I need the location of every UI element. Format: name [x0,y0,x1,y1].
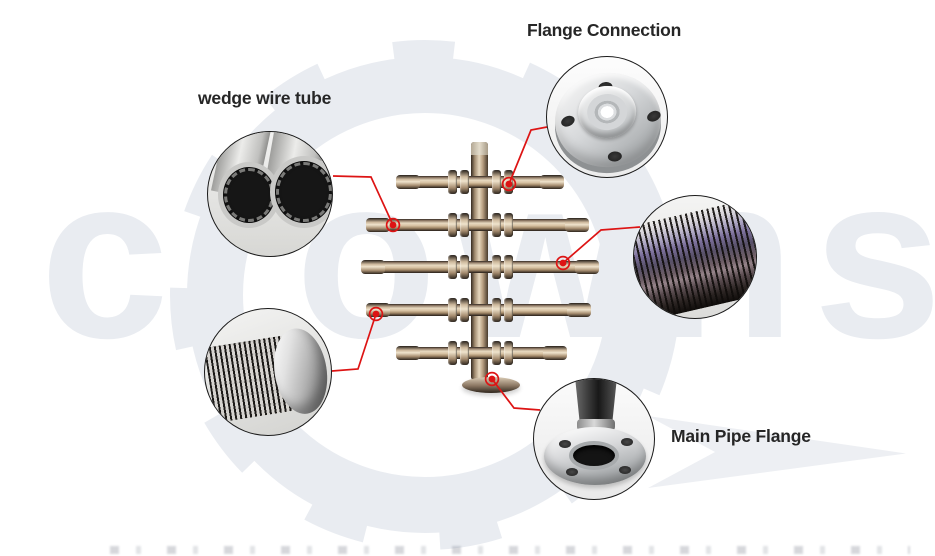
coupling-ring [492,298,501,322]
wire-wrap-surface [634,196,756,318]
callout-marker [484,371,500,387]
coupling-ring [504,213,513,237]
tube-open-end [270,156,332,228]
inset-flange-connection [546,56,668,178]
coupling-ring [504,255,513,279]
bolt-hole [566,468,578,476]
inset-wedge-wire-surface [633,195,757,319]
lateral-pipe [396,341,567,365]
bolt-hole [645,108,663,124]
flange-bore [569,441,619,470]
coupling-ring [448,298,457,322]
lateral-pipe [366,298,591,322]
bolt-hole [621,438,633,446]
lateral-pipe [366,213,589,237]
coupling-ring [460,341,469,365]
bolt-hole [607,150,623,163]
coupling-ring [504,341,513,365]
callout-marker [385,217,401,233]
coupling-ring [460,170,469,194]
coupling-ring [492,341,501,365]
flange-bore [585,92,629,133]
coupling-ring [448,213,457,237]
callout-marker [501,176,517,192]
bolt-hole [619,466,631,474]
coupling-ring [460,255,469,279]
bolt-hole [559,113,577,129]
inset-screen-closed-end [204,308,332,436]
main-pipe-top-end [471,142,488,155]
callout-markers [368,176,571,387]
callout-marker [555,255,571,271]
coupling-ring [448,255,457,279]
coupling-ring [504,298,513,322]
coupling-ring [492,213,501,237]
label-main-pipe-flange: Main Pipe Flange [671,426,811,446]
screen-end-assembly [205,324,331,428]
cropped-text-row [110,546,910,554]
coupling-ring [492,170,501,194]
coupling-ring [448,170,457,194]
coupling-ring [460,213,469,237]
coupling-ring [448,341,457,365]
callout-marker [368,306,384,322]
flange-hub [575,83,639,141]
inset-wedge-wire-tube [207,131,333,257]
coupling-ring [460,298,469,322]
coupling-ring [492,255,501,279]
inset-main-pipe-flange [533,378,655,500]
bolt-hole [559,440,571,448]
label-flange-connection: Flange Connection [527,20,682,40]
label-wedge-wire-tube: wedge wire tube [198,88,332,108]
flange-face [544,427,646,485]
lateral-pipe [361,255,599,279]
